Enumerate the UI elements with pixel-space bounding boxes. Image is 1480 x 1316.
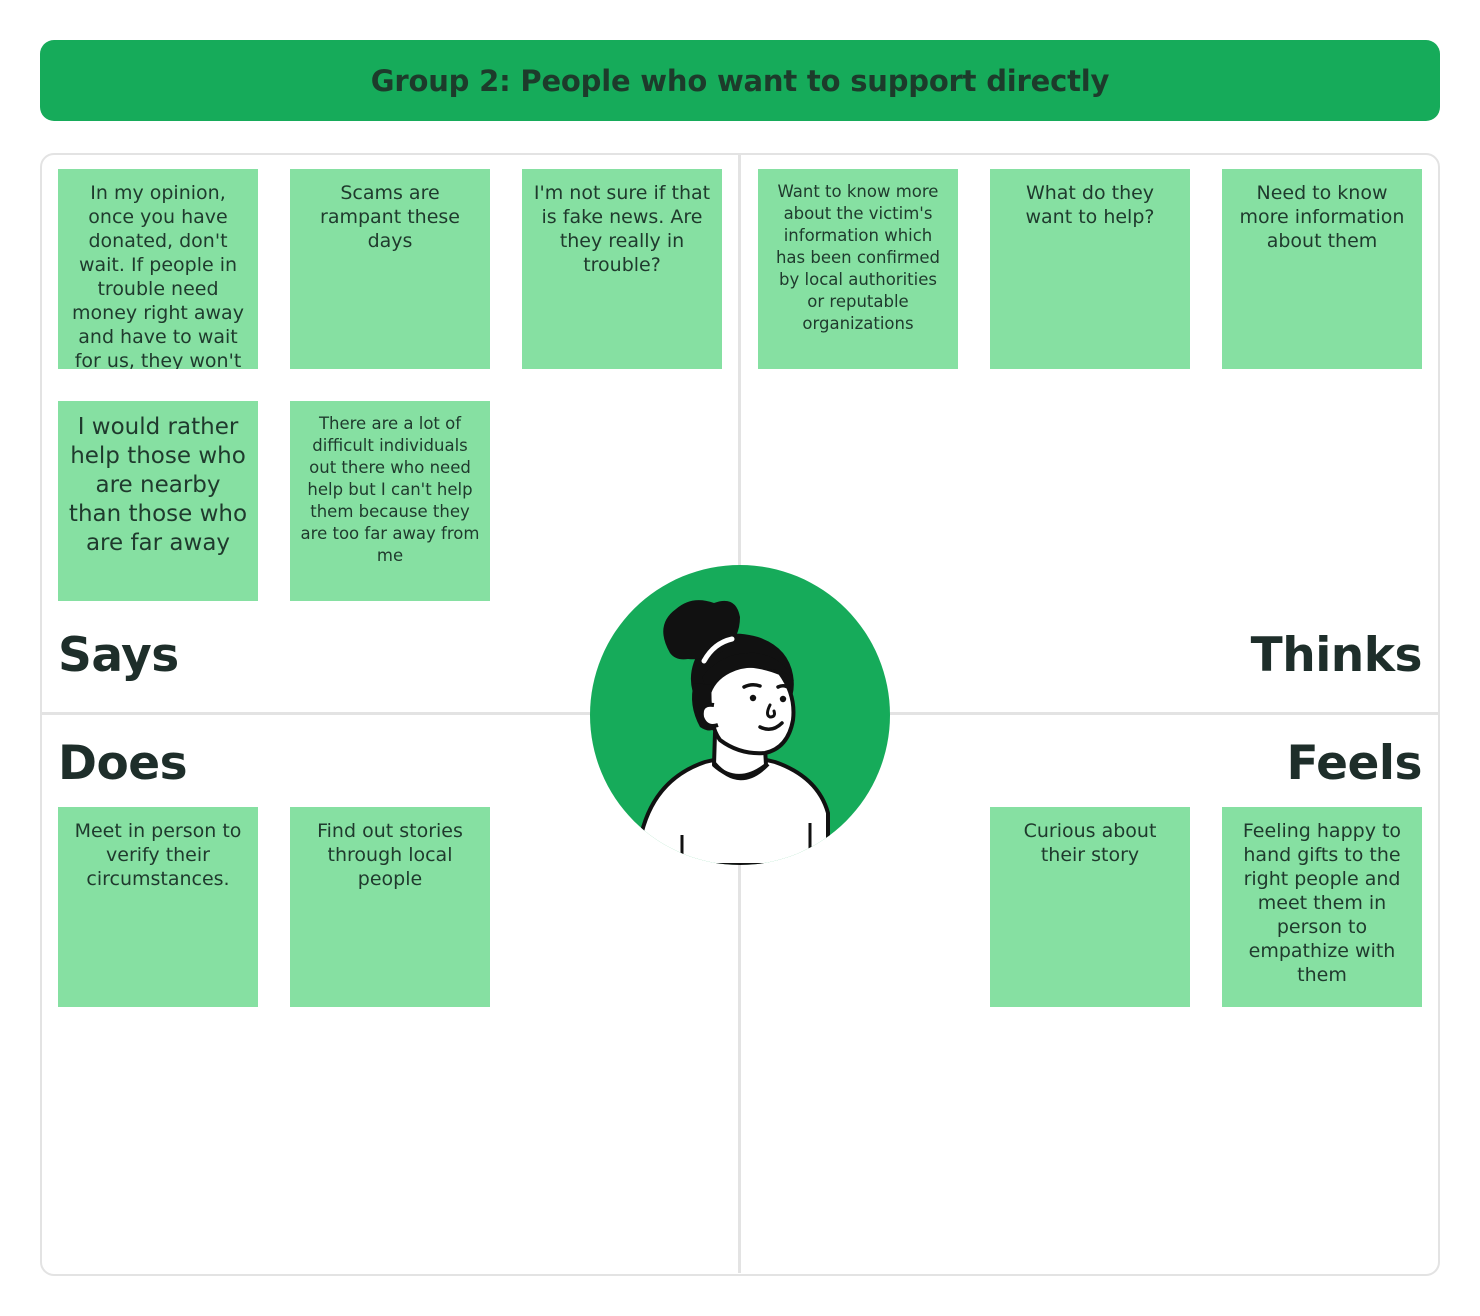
sticky-note-feels-1[interactable]: Curious about their story bbox=[990, 807, 1190, 1007]
sticky-note-text: Need to know more information about them bbox=[1239, 182, 1405, 252]
header-banner: Group 2: People who want to support dire… bbox=[40, 40, 1440, 121]
sticky-note-does-2[interactable]: Find out stories through local people bbox=[290, 807, 490, 1007]
sticky-note-text: I'm not sure if that is fake news. Are t… bbox=[533, 182, 711, 276]
sticky-note-says-1[interactable]: In my opinion, once you have donated, do… bbox=[58, 169, 258, 369]
sticky-note-text: Want to know more about the victim's inf… bbox=[775, 182, 941, 333]
sticky-note-says-2[interactable]: Scams are rampant these days bbox=[290, 169, 490, 369]
sticky-note-does-1[interactable]: Meet in person to verify their circumsta… bbox=[58, 807, 258, 1007]
quadrant-label-thinks: Thinks bbox=[1250, 628, 1423, 683]
sticky-note-says-3[interactable]: I'm not sure if that is fake news. Are t… bbox=[522, 169, 722, 369]
persona-avatar bbox=[590, 565, 890, 865]
sticky-note-thinks-1[interactable]: Want to know more about the victim's inf… bbox=[758, 169, 958, 369]
sticky-note-text: Scams are rampant these days bbox=[320, 182, 460, 252]
sticky-note-text: In my opinion, once you have donated, do… bbox=[72, 182, 244, 369]
quadrant-label-feels: Feels bbox=[1286, 736, 1422, 791]
sticky-note-text: What do they want to help? bbox=[1025, 182, 1155, 228]
sticky-note-says-4[interactable]: I would rather help those who are nearby… bbox=[58, 401, 258, 601]
sticky-note-text: Meet in person to verify their circumsta… bbox=[74, 820, 242, 890]
sticky-note-text: I would rather help those who are nearby… bbox=[68, 414, 248, 556]
sticky-note-text: Feeling happy to hand gifts to the right… bbox=[1242, 820, 1402, 986]
persona-avatar-icon bbox=[590, 565, 890, 865]
sticky-note-feels-2[interactable]: Feeling happy to hand gifts to the right… bbox=[1222, 807, 1422, 1007]
sticky-note-thinks-2[interactable]: What do they want to help? bbox=[990, 169, 1190, 369]
quadrant-label-does: Does bbox=[58, 736, 188, 791]
board-title: Group 2: People who want to support dire… bbox=[370, 63, 1110, 98]
sticky-note-text: Find out stories through local people bbox=[317, 820, 463, 890]
sticky-note-says-5[interactable]: There are a lot of difficult individuals… bbox=[290, 401, 490, 601]
sticky-note-text: There are a lot of difficult individuals… bbox=[300, 414, 480, 565]
sticky-note-text: Curious about their story bbox=[1023, 820, 1157, 866]
sticky-note-thinks-3[interactable]: Need to know more information about them bbox=[1222, 169, 1422, 369]
quadrant-label-says: Says bbox=[58, 628, 179, 683]
